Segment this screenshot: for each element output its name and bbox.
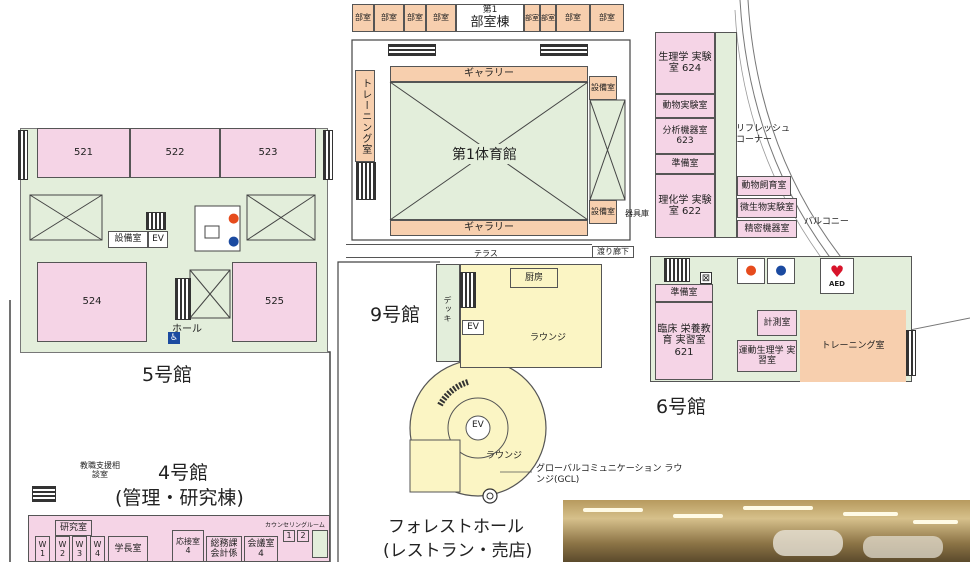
reception-room[interactable]: 応接室 4 bbox=[172, 530, 204, 562]
bld9-deck bbox=[436, 264, 460, 362]
stair-icon bbox=[664, 258, 690, 282]
clubroom-1[interactable]: 部室 bbox=[352, 4, 374, 32]
club-title-line1: 第1 bbox=[482, 5, 498, 16]
female-restroom-icon: ● bbox=[228, 211, 240, 226]
bld5-elevator[interactable]: EV bbox=[148, 231, 168, 248]
wc-2[interactable]: W 2 bbox=[55, 536, 70, 562]
bld4-support-office: 教職支援相談室 bbox=[80, 461, 120, 479]
aed-station[interactable]: ♥AED bbox=[820, 258, 854, 294]
stair-icon bbox=[460, 272, 476, 308]
bld5-hall-label: ホール bbox=[172, 324, 202, 335]
gym-equip-room-a[interactable]: 設備室 bbox=[589, 76, 617, 100]
room-521[interactable]: 521 bbox=[37, 128, 130, 178]
deck-label: デッキ bbox=[443, 296, 452, 323]
male-restroom-icon: ● bbox=[775, 262, 787, 278]
room-523[interactable]: 523 bbox=[220, 128, 316, 178]
clubroom-8[interactable]: 部室 bbox=[590, 4, 624, 32]
wc-1[interactable]: W 1 bbox=[35, 536, 50, 562]
terrace-label: テラス bbox=[474, 249, 498, 258]
gym-name: 第1体育館 bbox=[452, 144, 517, 164]
bld4-subtitle: (管理・研究棟) bbox=[115, 487, 244, 509]
passage-corridor[interactable]: 渡り廊下 bbox=[592, 246, 634, 258]
forest-elevator[interactable]: EV bbox=[472, 420, 484, 430]
stair-icon bbox=[175, 278, 191, 320]
gcl-label: グローバルコミュニケーション ラウンジ(GCL) bbox=[536, 464, 683, 485]
bld5-label: 5号館 bbox=[142, 364, 193, 386]
club-title-line2: 部室棟 bbox=[470, 14, 510, 30]
bld5-equipment-room[interactable]: 設備室 bbox=[108, 231, 148, 248]
measurement-room[interactable]: 計測室 bbox=[757, 310, 797, 336]
bld9-elevator[interactable]: EV bbox=[462, 320, 484, 335]
clubroom-4[interactable]: 部室 bbox=[426, 4, 456, 32]
kitchen[interactable]: 厨房 bbox=[510, 268, 558, 288]
bld9-label: 9号館 bbox=[370, 304, 421, 326]
female-restroom-icon: ● bbox=[745, 262, 757, 278]
forest-hall-subtitle: (レストラン・売店) bbox=[383, 541, 533, 561]
prep-room-1[interactable]: 準備室 bbox=[655, 154, 715, 174]
stair-icon bbox=[18, 130, 28, 180]
elevator-icon: ⊠ bbox=[700, 272, 712, 284]
wheelchair-icon: ♿ bbox=[168, 332, 180, 344]
room-525[interactable]: 525 bbox=[232, 262, 317, 342]
forest-lounge: ラウンジ bbox=[486, 451, 523, 461]
refresh-corner: リフレッシュ コーナー bbox=[736, 124, 791, 145]
balcony-label: バルコニー bbox=[804, 217, 849, 227]
animal-breeding-room[interactable]: 動物飼育室 bbox=[737, 176, 791, 196]
training-room[interactable]: トレーニング室 bbox=[800, 310, 906, 382]
clubroom-7[interactable]: 部室 bbox=[556, 4, 590, 32]
gym-equip-room-b[interactable]: 設備室 bbox=[589, 200, 617, 224]
stair-icon bbox=[323, 130, 333, 180]
photo-inset bbox=[563, 500, 970, 562]
stair-icon bbox=[356, 162, 376, 200]
gallery-top: ギャラリー bbox=[390, 66, 588, 82]
bld4-lab[interactable]: 研究室 bbox=[55, 520, 92, 536]
animal-experiment-room[interactable]: 動物実験室 bbox=[655, 94, 715, 118]
terrace bbox=[346, 244, 592, 258]
male-restroom-icon: ● bbox=[228, 234, 240, 249]
aed-heart-icon: ♥ bbox=[829, 261, 845, 281]
counsel-room-2[interactable]: 2 bbox=[297, 530, 309, 542]
clubroom-2[interactable]: 部室 bbox=[374, 4, 404, 32]
microbiology-lab[interactable]: 微生物実験室 bbox=[737, 198, 797, 218]
aed-label: AED bbox=[828, 279, 845, 288]
counseling-room-label: カウンセリングルーム bbox=[265, 522, 325, 529]
room-623[interactable]: 分析機器室 623 bbox=[655, 118, 715, 154]
room-624[interactable]: 生理学 実験室 624 bbox=[655, 32, 715, 94]
general-affairs-office[interactable]: 総務課 会計係 bbox=[206, 536, 242, 562]
bld4-corner-room bbox=[312, 530, 328, 558]
stair-icon bbox=[32, 486, 56, 502]
precision-instrument-room[interactable]: 精密機器室 bbox=[737, 220, 797, 238]
dean-office[interactable]: 学長室 bbox=[108, 536, 148, 562]
bld4-label: 4号館 bbox=[158, 462, 209, 484]
female-restroom[interactable]: ● bbox=[737, 258, 765, 284]
counsel-room-1[interactable]: 1 bbox=[283, 530, 295, 542]
prep-room-2[interactable]: 準備室 bbox=[655, 284, 713, 302]
male-restroom[interactable]: ● bbox=[767, 258, 795, 284]
stair-icon bbox=[146, 212, 166, 230]
room-522[interactable]: 522 bbox=[130, 128, 220, 178]
bld6-corridor bbox=[715, 32, 737, 238]
stair-icon bbox=[540, 44, 588, 56]
clubroom-3[interactable]: 部室 bbox=[404, 4, 426, 32]
room-524[interactable]: 524 bbox=[37, 262, 147, 342]
forest-hall-label: フォレストホール bbox=[388, 517, 524, 537]
bld9-lounge: ラウンジ bbox=[530, 333, 567, 343]
room-621[interactable]: 臨床 栄養教育 実習室 621 bbox=[655, 302, 713, 380]
exercise-physiology-room[interactable]: 運動生理学 実習室 bbox=[737, 340, 797, 372]
tool-storage-label: 器具庫 bbox=[625, 209, 649, 218]
gym-training-room[interactable]: トレーニング室 bbox=[355, 70, 375, 162]
clubroom-6[interactable]: 部室 bbox=[540, 4, 556, 32]
room-622[interactable]: 理化学 実験室 622 bbox=[655, 174, 715, 238]
bld6-label: 6号館 bbox=[656, 396, 707, 418]
gallery-bottom: ギャラリー bbox=[390, 220, 588, 236]
stair-icon bbox=[906, 330, 916, 376]
clubroom-5[interactable]: 部室 bbox=[524, 4, 540, 32]
stair-icon bbox=[388, 44, 436, 56]
